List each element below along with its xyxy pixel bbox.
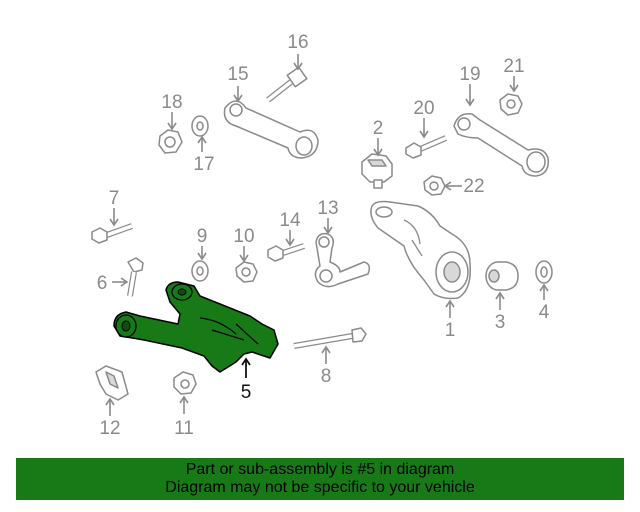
part-20-bolt [405, 135, 448, 159]
part-15-link-arm [223, 100, 319, 159]
part-4-washer [535, 260, 553, 284]
callout-14[interactable]: 14 [279, 210, 301, 231]
leader-lines [105, 54, 549, 416]
callout-1[interactable]: 1 [445, 320, 456, 341]
callout-3[interactable]: 3 [495, 312, 506, 333]
part-10-nut [235, 261, 258, 283]
callout-20[interactable]: 20 [413, 98, 434, 119]
part-19-upper-arm [453, 113, 549, 177]
callout-labels: 16 15 18 17 2 20 19 21 22 7 9 10 14 13 6… [97, 32, 550, 439]
part-22-nut [423, 175, 446, 196]
part-5-lower-control-arm[interactable] [113, 281, 279, 373]
part-18-nut [158, 129, 183, 154]
part-8-long-bolt [293, 327, 367, 349]
part-11-nut [173, 371, 197, 395]
callout-22[interactable]: 22 [463, 176, 484, 197]
parts-diagram: 16 15 18 17 2 20 19 21 22 7 9 10 14 13 6… [91, 32, 553, 439]
part-21-nut [499, 93, 523, 116]
callout-19[interactable]: 19 [459, 64, 480, 85]
part-6-stud [127, 257, 144, 297]
part-17-washer [191, 115, 209, 137]
part-3-bushing [485, 261, 519, 291]
callout-2[interactable]: 2 [373, 118, 384, 139]
part-13-toe-link [314, 232, 371, 288]
part-1-knuckle [370, 200, 471, 300]
part-14-bolt [267, 243, 305, 262]
callout-8[interactable]: 8 [321, 366, 332, 387]
part-7-bolt [91, 223, 134, 244]
callout-6[interactable]: 6 [97, 273, 108, 294]
callout-9[interactable]: 9 [197, 226, 208, 247]
callout-18[interactable]: 18 [161, 92, 182, 113]
banner-line-part: Part or sub-assembly is #5 in diagram [185, 461, 455, 478]
callout-10[interactable]: 10 [233, 226, 254, 247]
callout-4[interactable]: 4 [539, 302, 550, 323]
callout-5[interactable]: 5 [241, 382, 252, 403]
part-16-bolt [266, 66, 308, 103]
callout-13[interactable]: 13 [317, 198, 338, 219]
part-2-mount [361, 153, 393, 189]
callout-17[interactable]: 17 [193, 154, 214, 175]
callout-21[interactable]: 21 [503, 56, 524, 77]
lower-arm-body [113, 281, 279, 373]
callout-12[interactable]: 12 [99, 418, 120, 439]
part-9-washer [191, 260, 209, 282]
callout-16[interactable]: 16 [287, 32, 308, 53]
part-info-banner: Part or sub-assembly is #5 in diagram Di… [16, 458, 624, 500]
banner-line-disclaimer: Diagram may not be specific to your vehi… [165, 479, 475, 496]
part-12-bracket [95, 365, 129, 401]
callout-15[interactable]: 15 [227, 64, 248, 85]
callout-11[interactable]: 11 [174, 418, 194, 439]
callout-7[interactable]: 7 [109, 188, 120, 209]
